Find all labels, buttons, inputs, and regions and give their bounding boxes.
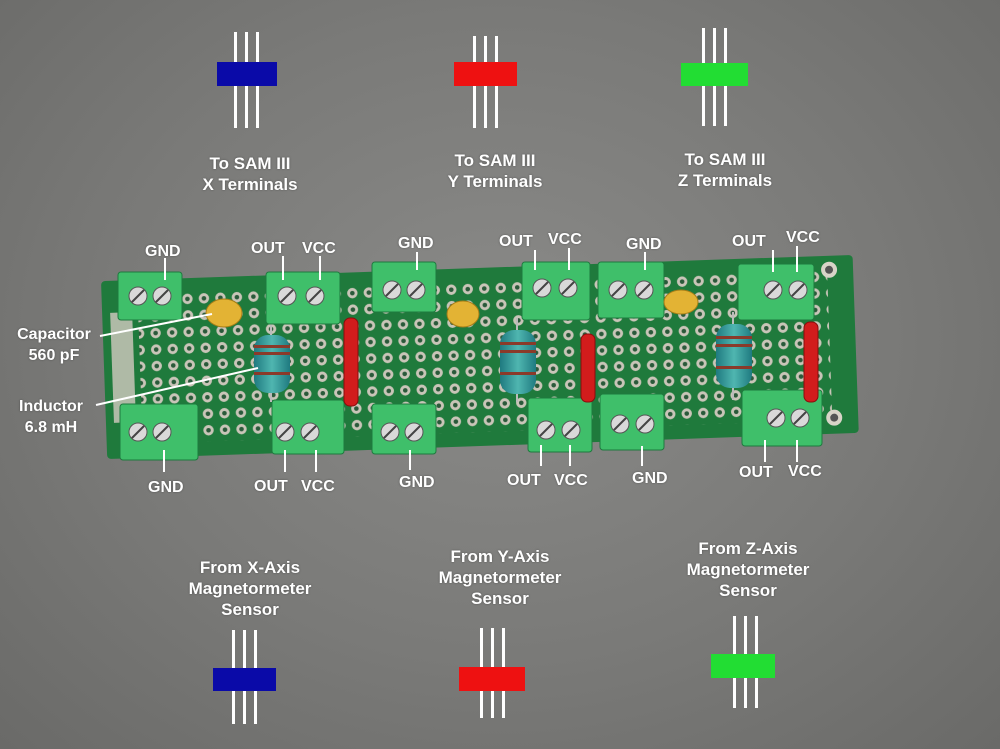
label-out-x-top: OUT xyxy=(251,240,285,257)
terminal-outvcc-x-top xyxy=(265,271,341,325)
label-gnd-x-top: GND xyxy=(145,243,181,260)
label-vcc-z-bottom: VCC xyxy=(788,463,822,480)
terminal-gnd-z-bottom xyxy=(599,393,665,451)
terminal-outvcc-z-top xyxy=(737,263,815,321)
jumper-wires xyxy=(343,317,819,407)
connector-x-bottom xyxy=(213,630,276,724)
jumper-wire-y xyxy=(580,333,596,403)
connector-y-bottom xyxy=(459,628,525,718)
capacitor-y xyxy=(446,300,480,328)
inductor-y xyxy=(500,318,536,402)
capacitor-x xyxy=(205,298,243,328)
terminal-blocks xyxy=(117,261,823,461)
terminal-outvcc-y-bottom xyxy=(527,397,593,453)
z-axis-color-bar xyxy=(681,63,748,86)
jumper-wire-x xyxy=(343,317,359,407)
capacitor-z xyxy=(663,289,699,315)
label-out-y-top: OUT xyxy=(499,233,533,250)
terminal-outvcc-x-bottom xyxy=(271,399,345,455)
terminal-lead-lines xyxy=(163,246,798,472)
y-axis-color-bar-bottom xyxy=(459,667,525,691)
label-vcc-z-top: VCC xyxy=(786,229,820,246)
label-vcc-x-bottom: VCC xyxy=(301,478,335,495)
terminal-outvcc-y-top xyxy=(521,261,591,321)
label-gnd-y-bottom: GND xyxy=(399,474,435,491)
leader-lines xyxy=(95,313,259,406)
terminal-gnd-x-bottom xyxy=(119,403,199,461)
label-out-z-bottom: OUT xyxy=(739,464,773,481)
x-axis-color-bar xyxy=(217,62,277,86)
z-axis-color-bar-bottom xyxy=(711,654,775,678)
label-out-z-top: OUT xyxy=(732,233,766,250)
label-gnd-z-top: GND xyxy=(626,236,662,253)
connector-z-top xyxy=(681,28,748,126)
x-axis-color-bar-bottom xyxy=(213,668,276,691)
capacitors xyxy=(205,289,699,328)
terminal-gnd-x-top xyxy=(117,271,183,321)
label-vcc-y-top: VCC xyxy=(548,231,582,248)
terminal-gnd-y-bottom xyxy=(371,403,437,455)
label-vcc-y-bottom: VCC xyxy=(554,472,588,489)
terminal-gnd-y-top xyxy=(371,261,437,313)
inductors xyxy=(254,312,752,402)
terminal-outvcc-z-bottom xyxy=(741,389,823,447)
inductor-z xyxy=(716,312,752,400)
label-out-y-bottom: OUT xyxy=(507,472,541,489)
connector-z-bottom xyxy=(711,616,775,708)
label-vcc-x-top: VCC xyxy=(302,240,336,257)
connector-y-top xyxy=(454,36,517,128)
jumper-wire-z xyxy=(803,321,819,403)
label-out-x-bottom: OUT xyxy=(254,478,288,495)
y-axis-color-bar xyxy=(454,62,517,86)
label-gnd-z-bottom: GND xyxy=(632,470,668,487)
inductor-x xyxy=(254,325,290,402)
label-gnd-y-top: GND xyxy=(398,235,434,252)
label-gnd-x-bottom: GND xyxy=(148,479,184,496)
terminal-gnd-z-top xyxy=(597,261,665,319)
connector-x-top xyxy=(217,32,277,128)
